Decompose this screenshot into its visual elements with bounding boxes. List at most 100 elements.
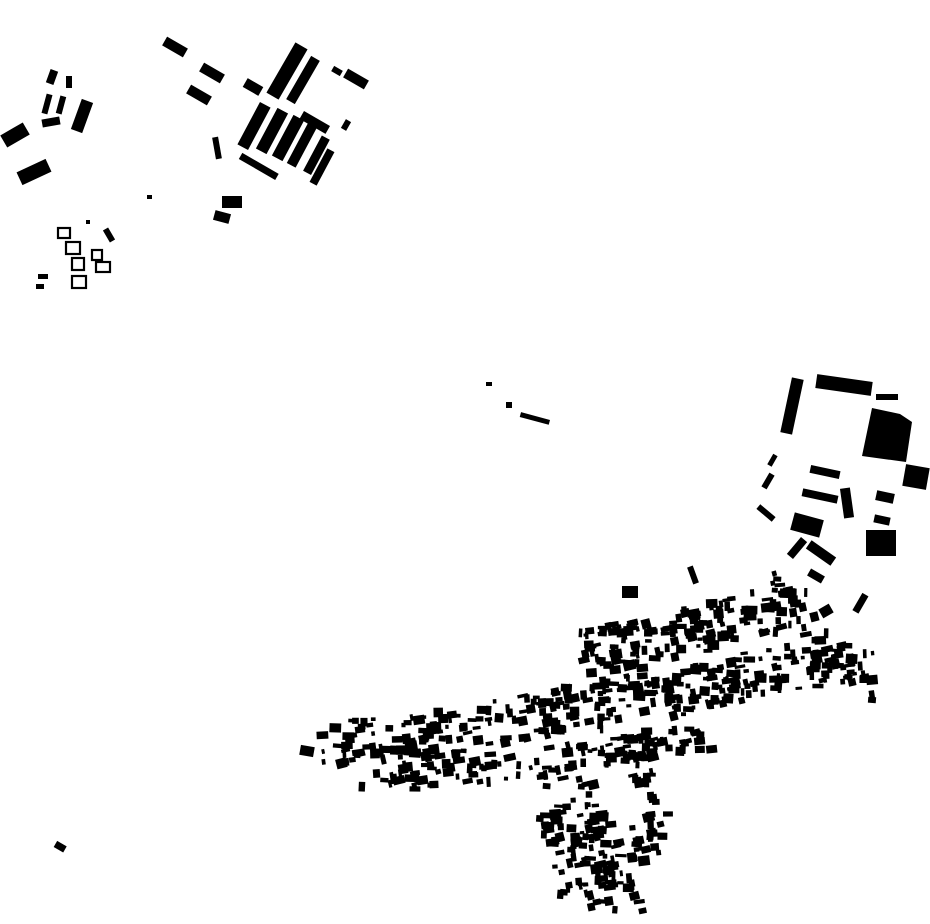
building bbox=[780, 678, 787, 684]
building bbox=[636, 663, 649, 673]
building bbox=[572, 721, 580, 728]
building bbox=[578, 628, 583, 638]
building bbox=[45, 69, 59, 85]
building bbox=[707, 640, 720, 650]
building bbox=[492, 699, 497, 704]
building bbox=[785, 585, 795, 595]
building bbox=[612, 626, 620, 636]
building bbox=[603, 895, 614, 907]
building bbox=[353, 754, 361, 759]
building bbox=[868, 690, 876, 699]
building bbox=[456, 735, 464, 743]
building bbox=[409, 714, 414, 722]
building bbox=[286, 55, 320, 105]
building bbox=[608, 681, 620, 687]
building bbox=[102, 227, 116, 243]
building bbox=[401, 733, 412, 745]
building bbox=[329, 723, 342, 733]
building bbox=[696, 731, 705, 741]
building bbox=[555, 696, 563, 702]
building bbox=[776, 673, 781, 677]
building bbox=[580, 855, 590, 862]
building bbox=[857, 661, 863, 671]
building bbox=[557, 816, 563, 827]
building bbox=[839, 664, 847, 671]
building bbox=[445, 724, 449, 729]
building bbox=[807, 568, 825, 584]
building bbox=[505, 704, 511, 714]
building bbox=[771, 587, 778, 593]
building bbox=[790, 512, 824, 538]
building bbox=[633, 847, 640, 853]
building bbox=[522, 733, 532, 743]
building bbox=[821, 662, 832, 669]
building bbox=[580, 758, 587, 767]
building bbox=[608, 620, 620, 628]
building bbox=[597, 719, 604, 730]
building bbox=[685, 683, 691, 689]
building bbox=[661, 685, 670, 693]
building bbox=[744, 683, 751, 689]
building bbox=[0, 122, 30, 148]
building bbox=[486, 382, 492, 386]
building bbox=[628, 890, 641, 902]
building bbox=[412, 714, 426, 726]
building bbox=[607, 861, 619, 871]
building bbox=[743, 668, 750, 674]
building bbox=[840, 678, 846, 685]
building bbox=[416, 775, 429, 786]
building bbox=[767, 453, 778, 467]
building bbox=[668, 710, 679, 722]
building bbox=[641, 727, 653, 735]
building bbox=[790, 649, 796, 658]
building bbox=[758, 656, 763, 662]
building bbox=[533, 757, 540, 766]
building bbox=[638, 706, 651, 717]
building bbox=[626, 623, 631, 633]
building bbox=[434, 752, 446, 760]
building bbox=[801, 646, 812, 654]
building bbox=[479, 763, 484, 770]
building bbox=[519, 412, 551, 425]
building bbox=[186, 84, 212, 106]
building bbox=[547, 699, 555, 707]
building bbox=[458, 724, 467, 732]
building bbox=[726, 607, 735, 614]
building bbox=[630, 651, 636, 657]
building bbox=[604, 688, 613, 693]
building bbox=[381, 745, 392, 754]
building bbox=[538, 772, 544, 779]
building bbox=[775, 617, 782, 625]
building bbox=[53, 840, 67, 853]
building bbox=[341, 757, 350, 767]
building bbox=[475, 716, 484, 722]
building bbox=[723, 676, 729, 684]
building bbox=[396, 745, 408, 755]
building bbox=[557, 774, 569, 782]
building bbox=[651, 680, 661, 690]
building bbox=[555, 849, 565, 856]
building bbox=[460, 748, 467, 754]
building bbox=[784, 642, 791, 652]
building bbox=[585, 791, 593, 798]
building bbox=[423, 751, 433, 763]
building bbox=[562, 803, 572, 811]
building bbox=[485, 741, 494, 747]
building bbox=[643, 779, 650, 788]
building bbox=[622, 586, 638, 598]
building bbox=[558, 868, 566, 876]
building bbox=[539, 707, 547, 716]
building bbox=[663, 811, 673, 817]
building bbox=[760, 689, 766, 697]
building bbox=[626, 704, 632, 708]
building bbox=[790, 659, 800, 666]
building-group-town bbox=[316, 570, 879, 915]
building bbox=[450, 749, 457, 758]
building bbox=[455, 713, 461, 718]
building bbox=[372, 768, 381, 778]
building bbox=[636, 672, 648, 680]
building bbox=[499, 737, 511, 749]
building bbox=[718, 699, 728, 709]
building bbox=[485, 705, 492, 716]
building bbox=[511, 717, 522, 724]
